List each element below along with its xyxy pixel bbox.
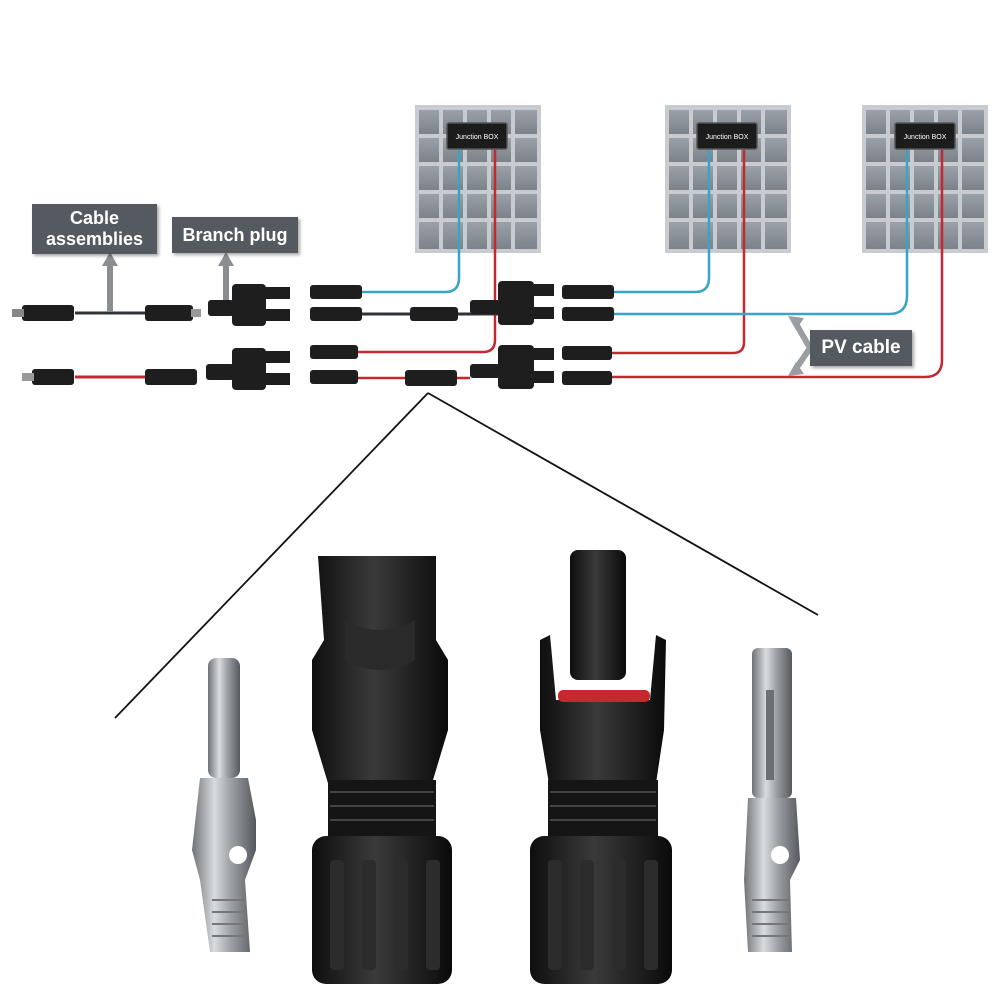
junction-box xyxy=(696,122,758,150)
male-connector xyxy=(530,550,672,984)
red-cable-panel-2 xyxy=(612,150,746,355)
blue-cable-panel-1 xyxy=(360,150,461,294)
junction-box xyxy=(894,122,956,150)
red-cable-panel-1 xyxy=(355,150,497,354)
junction-box-label: Junction BOX xyxy=(904,134,947,141)
arrow-up-icon xyxy=(102,252,118,312)
branch-plug-label: Branch plug xyxy=(172,217,298,253)
cable-assemblies-label: Cable assemblies xyxy=(32,204,157,254)
arrow-double-icon xyxy=(788,316,814,376)
arrow-up-icon xyxy=(218,252,234,300)
blue-cable-panel-3 xyxy=(612,150,909,316)
junction-box-label: Junction BOX xyxy=(706,134,749,141)
callout-lines xyxy=(114,392,819,719)
pv-cables xyxy=(75,150,944,380)
top-diagram-connectors xyxy=(12,281,614,390)
solar-panel-2: Junction BOX xyxy=(665,105,791,253)
junction-box-label: Junction BOX xyxy=(456,134,499,141)
junction-box xyxy=(446,122,508,150)
female-connector xyxy=(312,556,452,984)
metal-pin-female xyxy=(192,658,256,952)
pv-cable-label: PV cable xyxy=(810,330,912,366)
red-cable-panel-3 xyxy=(612,150,944,379)
blue-cable-panel-2 xyxy=(612,150,711,294)
solar-panel-3: Junction BOX xyxy=(862,105,988,253)
metal-pin-male xyxy=(744,648,800,952)
solar-panel-1: Junction BOX xyxy=(415,105,541,253)
